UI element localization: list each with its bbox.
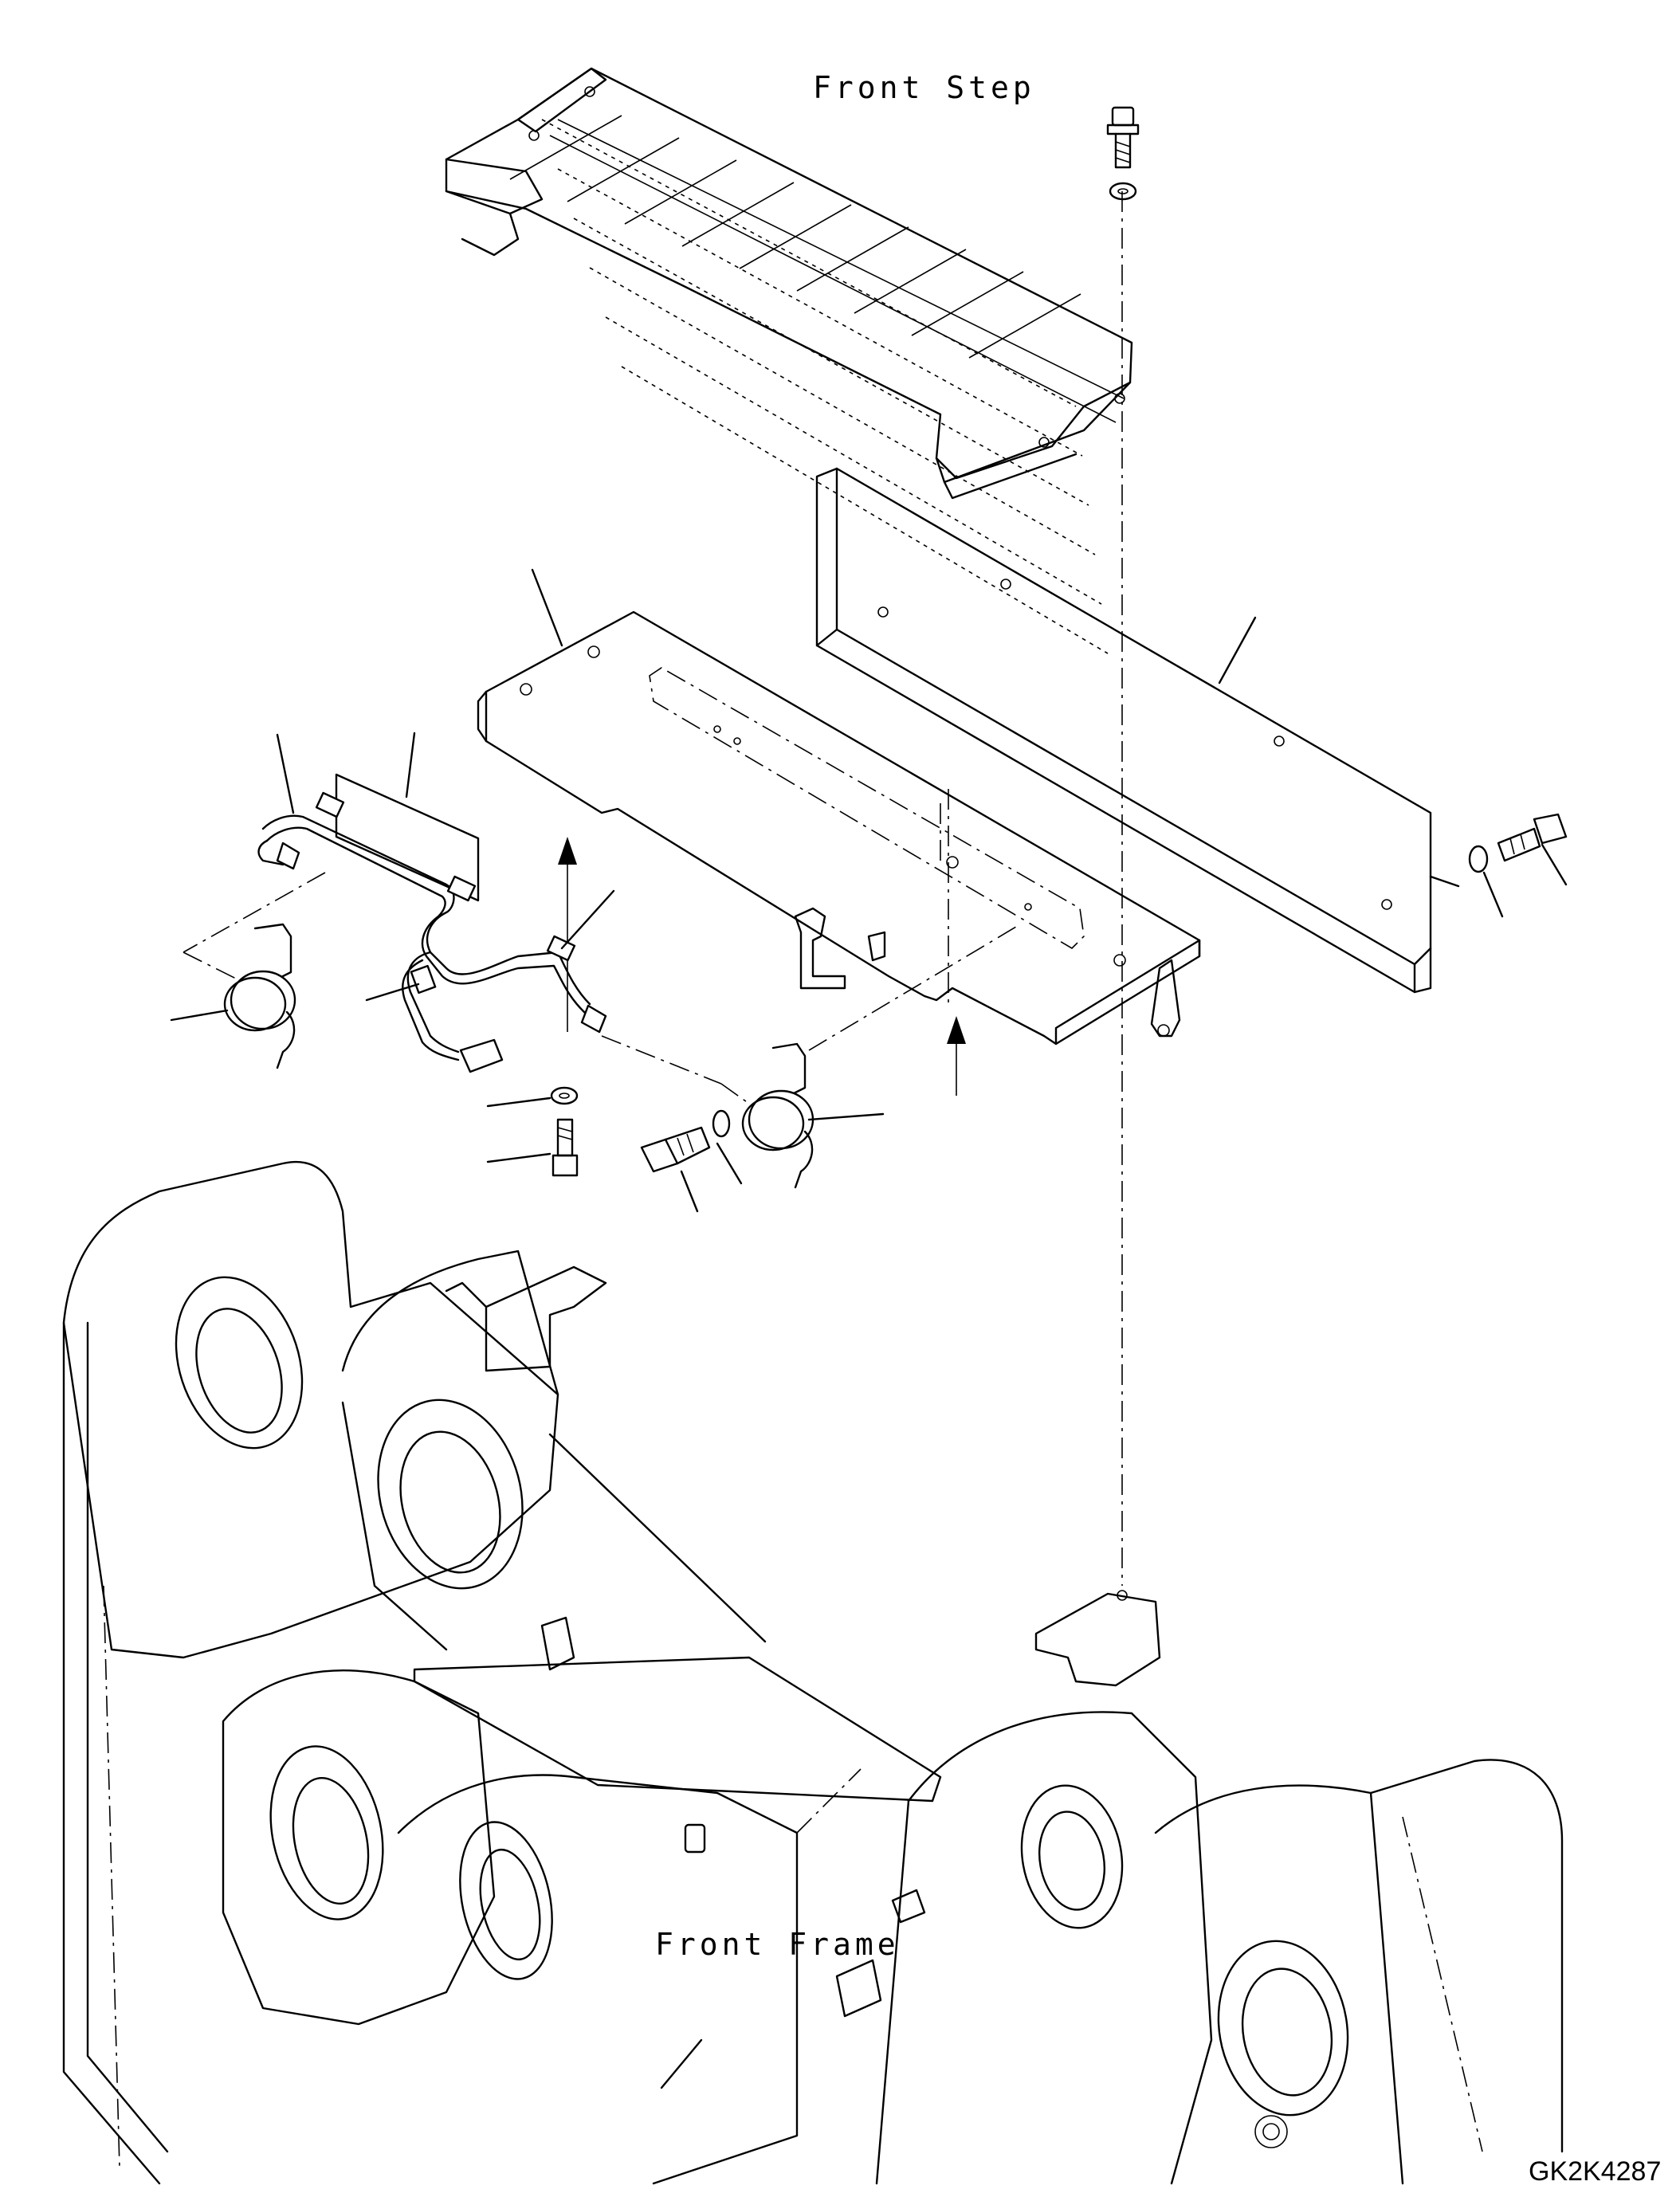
grating-rail [605, 316, 1102, 605]
grating-bar [624, 159, 737, 225]
bolt-right [1429, 813, 1568, 918]
grating-bar [509, 115, 622, 180]
wiring-harness [183, 732, 722, 1085]
lamp-right [741, 1042, 885, 1189]
top-washer [1109, 182, 1137, 201]
grating-bar [567, 137, 680, 202]
grating-bar [739, 204, 852, 269]
grating-bar [681, 182, 795, 247]
up-arrow-right [947, 1016, 966, 1096]
front-frame [62, 1160, 1564, 2185]
grating-rail [541, 119, 1077, 407]
front-frame-label: Front Frame [655, 1927, 900, 1962]
grating-bars [509, 115, 1109, 654]
bolt-lower-middle [640, 1109, 743, 1213]
grating-rail [589, 267, 1096, 555]
side-cover [815, 467, 1432, 994]
grating-rail [573, 218, 1089, 506]
step-plate [477, 568, 1201, 1046]
lamp-left [170, 923, 296, 1069]
grating-bar [796, 226, 909, 292]
front-step-grating [445, 67, 1133, 654]
grating-bar [854, 249, 967, 314]
grating-rail [621, 366, 1109, 654]
drawing-code-label: GK2K4287 [1529, 2156, 1662, 2187]
top-bolt [1106, 106, 1140, 169]
bolt-lower-left [486, 1086, 579, 1177]
grating-rail [557, 168, 1083, 457]
grating-bar [911, 271, 1024, 336]
front-step-label: Front Step [813, 70, 1035, 105]
grating-bar [968, 293, 1081, 359]
